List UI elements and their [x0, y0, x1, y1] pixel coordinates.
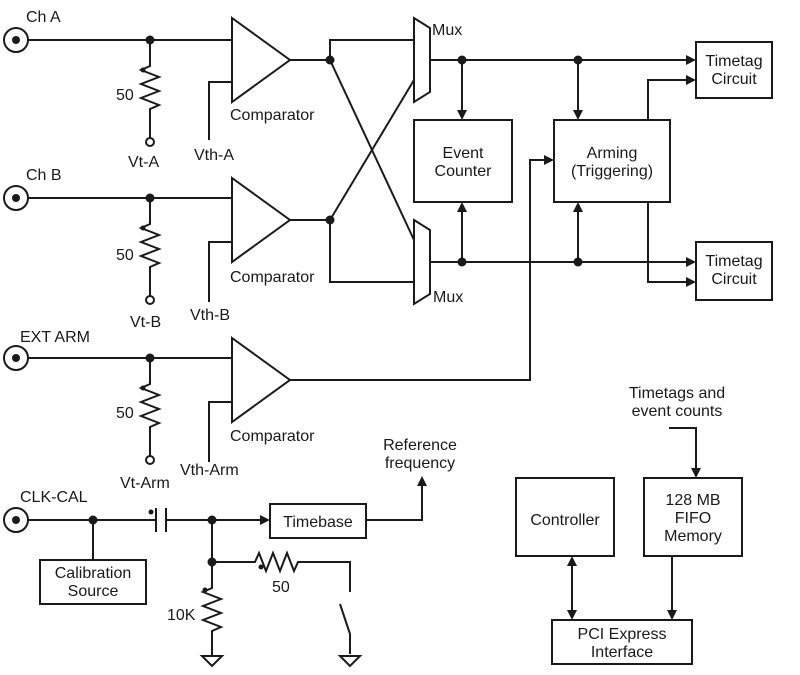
- ext-arm-channel: EXT ARM 50 Vt-Arm Vth-Arm Comparator: [3, 155, 554, 492]
- ext-arm-label: EXT ARM: [20, 329, 90, 346]
- comparator-arm-icon[interactable]: [231, 336, 292, 424]
- ch-b-connector-icon[interactable]: [3, 185, 29, 211]
- vt-arm-label: Vt-Arm: [120, 475, 170, 492]
- comparator-b-icon[interactable]: [231, 176, 292, 264]
- timetag-top-label-2: Circuit: [711, 71, 757, 88]
- calibration-source-label-1: Calibration: [55, 565, 131, 582]
- pci-express-block[interactable]: PCI Express Interface: [551, 619, 693, 665]
- host-interface-section: Timetags and event counts Controller 128…: [515, 385, 743, 665]
- ground-left-icon: [199, 655, 225, 668]
- ext-arm-connector-icon[interactable]: [3, 345, 29, 371]
- resistor-arm-icon: [138, 358, 162, 456]
- calibration-source-block[interactable]: Calibration Source: [39, 559, 147, 605]
- calibration-source-label-2: Source: [68, 583, 119, 600]
- mux-bottom-icon: [413, 218, 431, 306]
- timetag-bottom-label-2: Circuit: [711, 271, 757, 288]
- arming-block[interactable]: Arming (Triggering): [553, 119, 671, 203]
- channel-a: Ch A 50 Vt-A Vth-A Comparator: [3, 9, 415, 241]
- comparator-a-label: Comparator: [230, 107, 315, 124]
- controller-block[interactable]: Controller: [515, 477, 615, 557]
- mux-top-label: Mux: [432, 22, 462, 39]
- clk-cal-section: CLK-CAL Calibration Source Timebase Refe…: [3, 437, 457, 668]
- reference-frequency-label-1: Reference: [383, 437, 457, 454]
- timetag-bottom-label-1: Timetag: [705, 253, 762, 270]
- channel-b: Ch B 50 Vt-B Vth-B Comparator: [3, 79, 415, 331]
- ch-a-label: Ch A: [26, 9, 61, 26]
- vth-a-label: Vth-A: [194, 147, 234, 164]
- ch-a-connector-icon[interactable]: [3, 27, 29, 53]
- resistor-cal-50-value: 50: [272, 579, 290, 596]
- pci-label-2: Interface: [591, 644, 653, 661]
- vt-a-label: Vt-A: [128, 154, 159, 171]
- reference-frequency-label-2: frequency: [385, 455, 455, 472]
- resistor-10k-icon: [200, 562, 224, 656]
- timetag-circuit-top[interactable]: Timetag Circuit: [695, 41, 773, 99]
- fifo-memory-block[interactable]: 128 MB FIFO Memory: [643, 477, 743, 557]
- vth-b-label: Vth-B: [190, 307, 230, 324]
- mux-top-icon: [413, 16, 431, 104]
- comparator-b-label: Comparator: [230, 269, 315, 286]
- arming-label-2: (Triggering): [571, 163, 653, 180]
- resistor-cal-50-icon: [212, 550, 351, 592]
- comparator-arm-label: Comparator: [230, 428, 315, 445]
- timetags-counts-label-1: Timetags and: [629, 385, 725, 402]
- timetag-top-label-1: Timetag: [705, 53, 762, 70]
- resistor-a-icon: [138, 40, 162, 138]
- timetags-counts-label-2: event counts: [632, 403, 723, 420]
- ch-b-label: Ch B: [26, 167, 62, 184]
- resistor-a-value: 50: [116, 87, 134, 104]
- resistor-b-icon: [138, 198, 162, 296]
- clk-cal-connector-icon[interactable]: [3, 507, 29, 533]
- timebase-block[interactable]: Timebase: [269, 503, 367, 539]
- timetag-circuit-bottom[interactable]: Timetag Circuit: [695, 241, 773, 301]
- switch-icon[interactable]: [339, 603, 351, 654]
- vt-b-label: Vt-B: [130, 314, 161, 331]
- resistor-10k-value: 10K: [167, 607, 196, 624]
- event-counter-label-1: Event: [443, 145, 484, 162]
- mux-bottom-label: Mux: [433, 289, 463, 306]
- event-counter-block[interactable]: Event Counter: [413, 119, 513, 203]
- pci-label-1: PCI Express: [578, 626, 667, 643]
- fifo-label-1: 128 MB: [665, 492, 720, 509]
- comparator-a-icon[interactable]: [231, 16, 292, 104]
- event-counter-label-2: Counter: [435, 163, 493, 180]
- timebase-label: Timebase: [283, 514, 353, 531]
- controller-label: Controller: [530, 512, 600, 529]
- mux-top[interactable]: Mux: [413, 16, 462, 104]
- mux-bottom[interactable]: Mux: [413, 218, 463, 306]
- vth-arm-label: Vth-Arm: [180, 462, 239, 479]
- fifo-label-2: FIFO: [675, 510, 711, 527]
- fifo-label-3: Memory: [664, 528, 722, 545]
- resistor-b-value: 50: [116, 247, 134, 264]
- clk-cal-label: CLK-CAL: [20, 489, 88, 506]
- ground-right-icon: [337, 655, 363, 668]
- arming-label-1: Arming: [587, 145, 638, 162]
- resistor-arm-value: 50: [116, 405, 134, 422]
